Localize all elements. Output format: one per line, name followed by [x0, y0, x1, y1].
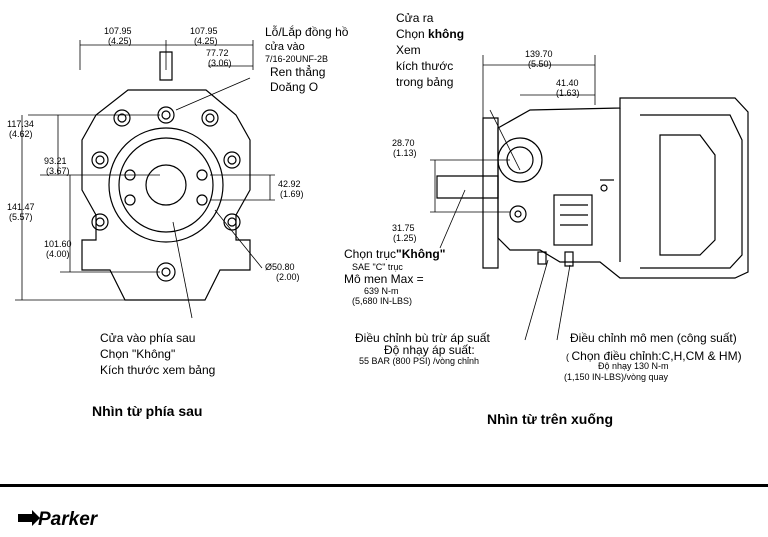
dim-diameter-inch: (2.00)	[276, 272, 300, 282]
shaft-torque: Mô men Max =	[344, 272, 424, 286]
parker-logo: Parker	[18, 509, 99, 530]
dim-bolt: 42.92	[278, 179, 301, 189]
port-note-line5: Doăng O	[270, 80, 319, 94]
dim-length-inch: (5.50)	[528, 59, 552, 69]
outlet-note-line2: Chọn không	[396, 28, 464, 40]
outlet-note-line3: Xem	[396, 43, 421, 57]
port-note-line3: 7/16-20UNF-2B	[265, 54, 329, 64]
rear-view-caption: Nhìn từ phía sau	[92, 403, 203, 419]
shaft-torque-lbs: (5,680 IN-LBS)	[352, 296, 413, 306]
port-note-line1: Lỗ/Lắp đồng hồ	[265, 25, 349, 39]
comp-sensitivity: Độ nhạy áp suất:	[384, 343, 475, 357]
dim-h-low: 101.60	[44, 239, 72, 249]
dim-port: 41.40	[556, 78, 579, 88]
dim-offset-inch: (3.06)	[208, 58, 232, 68]
outlet-note-choose: Chọn	[396, 27, 425, 41]
shaft-title: Chọn trục"Không"	[344, 248, 445, 260]
comp-title: Điều chỉnh bù trừ áp suất	[355, 331, 490, 345]
torque-ctrl-title: Điều chỉnh mô men (công suất)	[570, 331, 737, 345]
outlet-note-line1: Cửa ra	[396, 11, 434, 25]
dim-h-total: 141.47	[7, 202, 35, 212]
dim-shaft-down-inch: (1.25)	[393, 233, 417, 243]
torque-ctrl-prefix: (	[566, 352, 569, 362]
dim-width-left-inch: (4.25)	[108, 36, 132, 46]
dim-shaft-up-inch: (1.13)	[393, 148, 417, 158]
dim-h-low-inch: (4.00)	[46, 249, 70, 259]
dim-port-inch: (1.63)	[556, 88, 580, 98]
shaft-sae: SAE "C" trục	[352, 262, 403, 272]
dim-h-mid: 93.21	[44, 156, 67, 166]
dim-h-top-inch: (4.62)	[9, 129, 33, 139]
dim-offset: 77.72	[206, 48, 229, 58]
shaft-title-prefix: Chọn trục	[344, 247, 397, 261]
rear-note-line1: Cửa vào phía sau	[100, 331, 196, 345]
dim-h-top: 117.34	[7, 119, 34, 129]
torque-ctrl-options-text: Chọn điều chỉnh:C,H,CM & HM)	[571, 349, 742, 363]
dim-bolt-inch: (1.69)	[280, 189, 304, 199]
dim-shaft-up: 28.70	[392, 138, 415, 148]
svg-text:Parker: Parker	[38, 509, 99, 530]
torque-ctrl-sensitivity: Độ nhạy 130 N-m	[598, 361, 669, 371]
dim-length: 139.70	[525, 49, 553, 59]
rear-note-line3: Kích thước xem bảng	[100, 363, 216, 377]
comp-value: 55 BAR (800 PSI) /vòng chỉnh	[359, 356, 480, 366]
dim-shaft-down: 31.75	[392, 223, 415, 233]
top-view-drawing	[430, 55, 749, 341]
shaft-torque-nm: 639 N-m	[364, 286, 399, 296]
outlet-note-line4: kích thước	[396, 59, 454, 73]
dim-h-mid-inch: (3.67)	[46, 166, 70, 176]
footer-rule	[0, 484, 768, 487]
shaft-title-bold: "Không"	[396, 247, 446, 261]
outlet-note-line5: trong bảng	[396, 75, 454, 89]
outlet-note-none: không	[428, 27, 465, 41]
port-note-line2: cửa vào	[265, 41, 305, 53]
top-view-caption: Nhìn từ trên xuống	[487, 411, 614, 427]
dim-width-right-inch: (4.25)	[194, 36, 218, 46]
rear-note-line2: Chọn "Không"	[100, 347, 176, 361]
torque-ctrl-options: ( Chọn điều chỉnh:C,H,CM & HM)	[566, 350, 742, 362]
dim-width-right: 107.95	[190, 26, 218, 36]
dim-h-total-inch: (5.57)	[9, 212, 33, 222]
port-note-line4: Ren thẳng	[270, 65, 326, 79]
dim-width-left: 107.95	[104, 26, 132, 36]
dim-diameter: Ø50.80	[265, 262, 295, 272]
torque-ctrl-value: (1,150 IN-LBS)/vòng quay	[564, 372, 669, 382]
rear-view-drawing	[15, 40, 275, 319]
